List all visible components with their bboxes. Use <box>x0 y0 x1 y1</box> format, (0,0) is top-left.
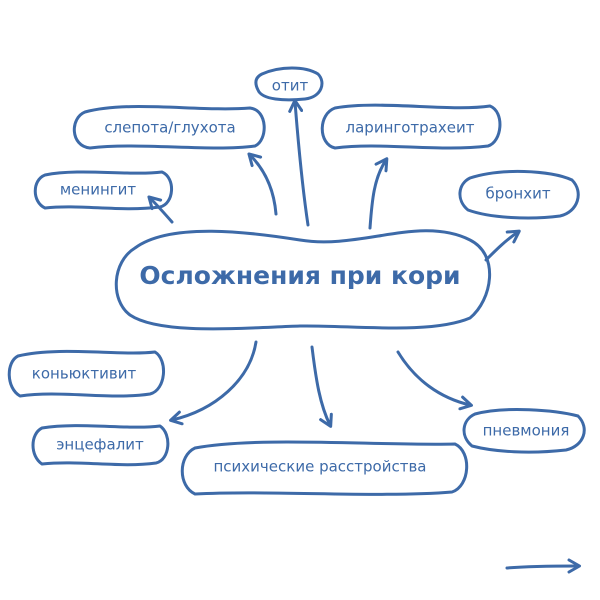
node-blindness-deafness: слепота/глухота <box>72 105 266 150</box>
central-node: Осложнения при кори <box>114 229 492 331</box>
arrow-to-pneumonia <box>396 350 473 411</box>
svg-text:психические расстройства: психические расстройства <box>214 458 427 476</box>
arrow-to-otitis <box>288 99 310 227</box>
svg-text:энцефалит: энцефалит <box>56 436 144 454</box>
arrow-to-bronchitis <box>484 229 521 262</box>
next-arrow-icon[interactable] <box>505 558 581 574</box>
central-title: Осложнения при кори <box>139 261 460 290</box>
node-encephalitis: энцефалит <box>31 424 170 467</box>
node-meningitis: менингит <box>33 170 173 211</box>
svg-text:коньюктивит: коньюктивит <box>32 365 137 383</box>
node-pneumonia: пневмония <box>462 408 586 454</box>
arrow-to-laryngotracheitis <box>368 157 389 230</box>
svg-text:ларинготрахеит: ларинготрахеит <box>346 119 475 137</box>
svg-text:менингит: менингит <box>60 181 137 199</box>
node-bronchitis: бронхит <box>458 169 580 220</box>
node-conjunctivitis: коньюктивит <box>7 349 165 398</box>
node-otitis: отит <box>254 66 324 102</box>
svg-text:отит: отит <box>272 77 309 95</box>
svg-text:пневмония: пневмония <box>483 422 570 440</box>
svg-text:бронхит: бронхит <box>485 185 550 203</box>
arrow-to-blindness <box>247 152 278 216</box>
arrow-to-mental-disorders <box>310 345 333 428</box>
arrow-to-encephalitis <box>169 340 258 426</box>
arrow-to-meningitis <box>147 195 174 224</box>
central-node-outline <box>114 229 492 331</box>
node-laryngotracheitis: ларинготрахеит <box>320 103 502 150</box>
svg-text:слепота/глухота: слепота/глухота <box>104 119 235 137</box>
node-mental-disorders: психические расстройства <box>180 440 469 496</box>
